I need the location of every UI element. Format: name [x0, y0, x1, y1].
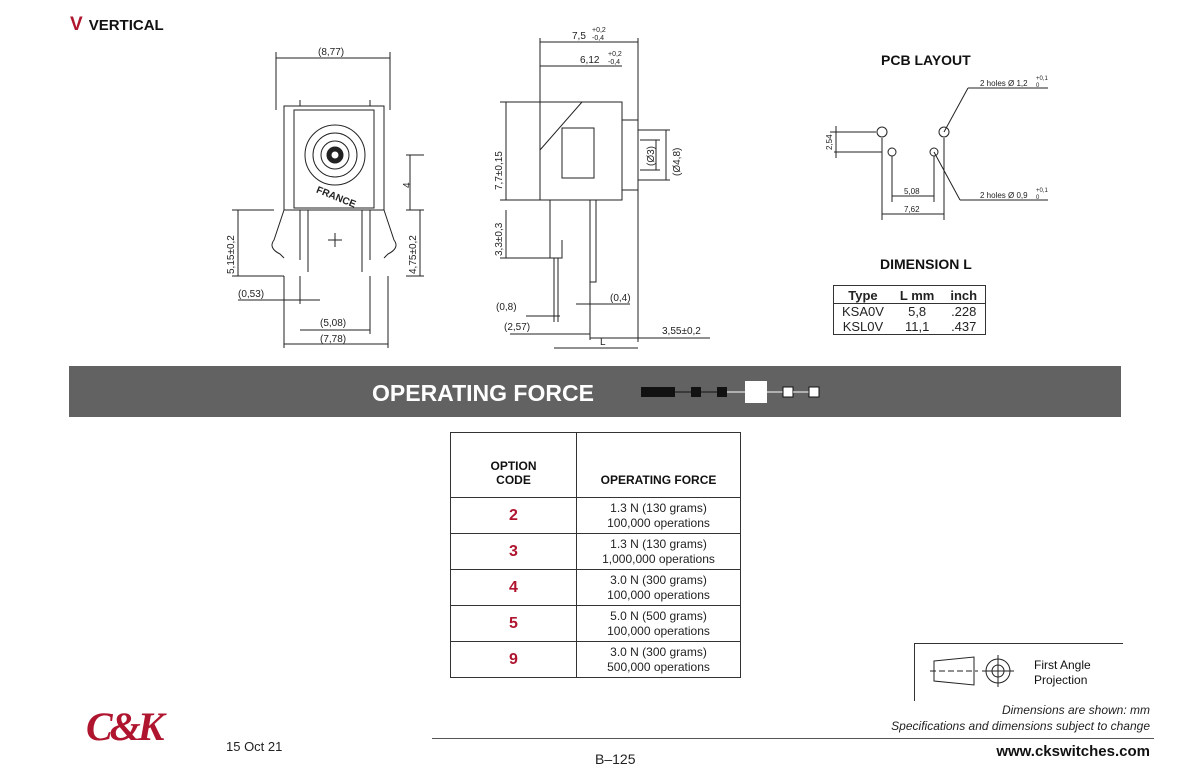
operating-force-title: OPERATING FORCE [372, 380, 594, 406]
table-row: 3 1.3 N (130 grams)1,000,000 operations [450, 533, 741, 570]
table-row: 5 5.0 N (500 grams)100,000 operations [450, 605, 741, 642]
force-cell: 1.3 N (130 grams)100,000 operations [576, 497, 741, 534]
table-row: 2 1.3 N (130 grams)100,000 operations [450, 497, 741, 534]
option-code-cell: 2 [450, 497, 577, 534]
header-type: Type [833, 285, 892, 304]
force-life: 100,000 operations [607, 623, 710, 638]
force-value: 5.0 N (500 grams) [610, 608, 707, 623]
side-dim-355: 3,55±0,2 [662, 326, 701, 337]
option-code-cell: 4 [450, 569, 577, 606]
first-angle-projection-icon [930, 655, 1014, 687]
table-header-row: Type L mm inch [833, 285, 986, 304]
force-life: 100,000 operations [607, 587, 710, 602]
side-dim-d48: (Ø4,8) [672, 148, 683, 176]
table-row: 4 3.0 N (300 grams)100,000 operations [450, 569, 741, 606]
option-code-cell: 5 [450, 605, 577, 642]
pcb-dim-508: 5,08 [904, 187, 920, 196]
section-title: VERTICAL [88, 17, 164, 34]
table-row: 9 3.0 N (300 grams)500,000 operations [450, 641, 741, 678]
side-dim-depth-tol-lo: -0,4 [592, 35, 604, 42]
pcb-layout-drawing: 2,54 5,08 7,62 2 holes Ø 1,2 +0,1 0 2 ho… [825, 76, 1049, 220]
pcb-holes-large-tol-lo: 0 [1036, 83, 1040, 89]
dimension-l-title: DIMENSION L [880, 256, 972, 272]
force-cell: 1.3 N (130 grams)1,000,000 operations [576, 533, 741, 570]
front-dim-4: 4 [402, 182, 413, 188]
side-dim-depth: 7,5 [572, 31, 586, 42]
france-marking: FRANCE [315, 185, 358, 211]
front-dim-pin-spacing: (5,08) [320, 318, 346, 329]
type-cell: KSA0V [842, 304, 884, 319]
header-inch: inch [942, 285, 986, 304]
side-dim-height: 7,7±0,15 [494, 151, 505, 190]
l-mm-cell: 5,8 [908, 304, 927, 319]
front-dim-right-height: 4,75±0,2 [408, 235, 419, 274]
operating-force-band: OPERATING FORCE [69, 366, 1121, 417]
l-mm-cell: 11,1 [904, 319, 930, 334]
force-life: 100,000 operations [607, 515, 710, 530]
front-dim-pin-width: (0,53) [238, 289, 264, 300]
pcb-dim-762: 7,62 [904, 205, 920, 214]
side-dim-depth-tol-up: +0,2 [592, 27, 606, 34]
projection-box [914, 643, 1123, 701]
front-view-drawing: (8,77) 4 5,15±0,2 4,75±0,2 (0,53) (5,08)… [226, 47, 424, 348]
header-operating-force: OPERATING FORCE [576, 432, 741, 498]
front-dim-width: (8,77) [318, 47, 344, 58]
side-dim-pin: 3,3±0,3 [494, 222, 505, 256]
front-dim-overall: (7,78) [320, 334, 346, 345]
side-dim-257: (2,57) [504, 322, 530, 333]
change-note: Specifications and dimensions subject to… [891, 719, 1150, 733]
type-cell: KSL0V [842, 319, 884, 334]
front-dim-left-height: 5,15±0,2 [226, 235, 237, 274]
force-cell: 5.0 N (500 grams)100,000 operations [576, 605, 741, 642]
pcb-holes-small-tol: +0,1 [1036, 188, 1049, 194]
force-cell: 3.0 N (300 grams)500,000 operations [576, 641, 741, 678]
side-dim-body-tol-lo: -0,4 [608, 59, 620, 66]
side-dim-08: (0,8) [496, 302, 517, 313]
units-note: Dimensions are shown: mm [1001, 703, 1150, 717]
side-dim-l: L [600, 337, 606, 348]
table-row: KSA0V 5,8 .228 [834, 304, 986, 320]
option-code-diagram-icon [641, 381, 820, 403]
inch-cell: .228 [951, 304, 977, 319]
inch-cell: .437 [951, 319, 977, 334]
force-value: 3.0 N (300 grams) [610, 572, 707, 587]
table-header-row: OPTION CODE OPERATING FORCE [450, 432, 741, 498]
side-dim-body: 6,12 [580, 55, 600, 66]
dimension-l-table: Type L mm inch KSA0V 5,8 .228 KSL0V 11,1… [833, 285, 987, 335]
option-code-cell: 9 [450, 641, 577, 678]
header-option-code: OPTION CODE [450, 432, 577, 498]
side-dim-d3: (Ø3) [646, 146, 657, 166]
pcb-dim-254: 2,54 [825, 134, 834, 150]
projection-line2: Projection [1034, 673, 1088, 687]
pcb-layout-title: PCB LAYOUT [881, 52, 971, 68]
operating-force-table: OPTION CODE OPERATING FORCE 2 1.3 N (130… [450, 432, 741, 678]
force-value: 3.0 N (300 grams) [610, 644, 707, 659]
pcb-holes-small-tol-lo: 0 [1036, 195, 1040, 201]
force-life: 1,000,000 operations [602, 551, 715, 566]
page-number: B–125 [595, 751, 636, 767]
section-heading: V VERTICAL [70, 14, 164, 36]
side-dim-body-tol-up: +0,2 [608, 51, 622, 58]
footer-divider [432, 738, 1154, 739]
force-cell: 3.0 N (300 grams)100,000 operations [576, 569, 741, 606]
projection-line1: First Angle [1034, 658, 1091, 672]
header-l-mm: L mm [891, 285, 943, 304]
pcb-holes-small: 2 holes Ø 0,9 [980, 191, 1028, 200]
option-code-cell: 3 [450, 533, 577, 570]
pcb-holes-large: 2 holes Ø 1,2 [980, 79, 1028, 88]
force-value: 1.3 N (130 grams) [610, 500, 707, 515]
table-row: KSL0V 11,1 .437 [834, 319, 986, 335]
section-letter: V [70, 14, 83, 35]
force-value: 1.3 N (130 grams) [610, 536, 707, 551]
force-life: 500,000 operations [607, 659, 710, 674]
pcb-holes-large-tol: +0,1 [1036, 76, 1049, 82]
footer-date: 15 Oct 21 [226, 739, 283, 754]
side-view-drawing: 7,5 +0,2 -0,4 6,12 +0,2 -0,4 7,7±0,15 3,… [494, 27, 710, 349]
footer-url[interactable]: www.ckswitches.com [996, 743, 1150, 760]
side-dim-04: (0,4) [610, 293, 631, 304]
ck-logo: C&K [86, 704, 165, 749]
